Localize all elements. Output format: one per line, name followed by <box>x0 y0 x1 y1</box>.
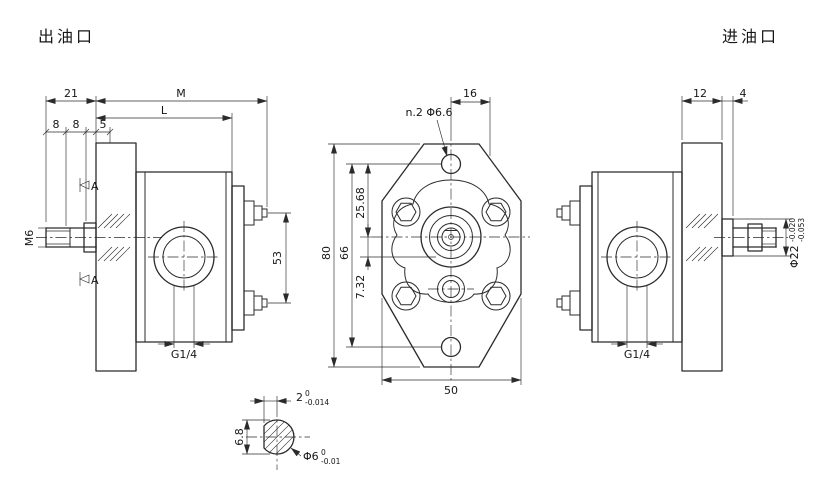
front-view: 16 n.2 Φ6.6 80 66 25.68 7.32 <box>320 87 530 397</box>
dim-L-label: L <box>161 104 168 117</box>
dia-tol-lower: -0.01 <box>321 457 341 466</box>
shaft-dia-label: Φ22 <box>788 245 801 268</box>
dim-80-label: 80 <box>320 246 333 260</box>
dim-53-label: 53 <box>271 251 284 265</box>
holes-note-label: n.2 Φ6.6 <box>405 106 452 119</box>
flat-tol-upper: 0 <box>305 389 310 398</box>
dim-66-label: 66 <box>338 246 351 260</box>
right-port-label: G1/4 <box>624 348 650 361</box>
flat-tol-lower: -0.014 <box>305 398 329 407</box>
height-dim-label: 6.8 <box>233 428 246 446</box>
right-view: 12 4 Φ22 -0.020 -0.053 G1/4 <box>556 87 806 372</box>
shaft-thread-label: M6 <box>23 230 36 247</box>
dim-8a-label: 8 <box>53 118 60 131</box>
screw-top-left <box>391 197 421 227</box>
section-a-top-label: A <box>91 180 99 193</box>
dim-5-label: 5 <box>100 118 107 131</box>
dim-4-label: 4 <box>740 87 747 100</box>
front-view-dimensions: 16 n.2 Φ6.6 80 66 25.68 7.32 <box>320 87 522 397</box>
outlet-label: 出油口 <box>38 27 95 46</box>
left-view-dimensions: 21 M L 8 8 5 M6 <box>23 87 291 361</box>
right-view-dimensions: 12 4 Φ22 -0.020 -0.053 G1/4 <box>611 87 806 361</box>
shaft-dia-tol-upper: -0.020 <box>788 218 797 242</box>
dim-8b-label: 8 <box>73 118 80 131</box>
dia-tol-upper: 0 <box>321 448 326 457</box>
shaft-detail-dimensions: 2 0 -0.014 6.8 Φ6 0 -0.01 <box>233 389 341 466</box>
dim-12-label: 12 <box>693 87 707 100</box>
dia-label: Φ6 <box>303 450 319 463</box>
flat-dim-label: 2 <box>296 391 303 404</box>
dim-25-68-label: 25.68 <box>354 187 367 219</box>
shaft-dia-tol-lower: -0.053 <box>797 218 806 242</box>
dim-16-label: 16 <box>463 87 477 100</box>
screw-top-right <box>481 197 511 227</box>
dim-50-label: 50 <box>444 384 458 397</box>
dim-21-label: 21 <box>64 87 78 100</box>
shaft-dia-dim: Φ22 -0.020 -0.053 <box>788 218 806 268</box>
left-view-body <box>36 142 268 372</box>
left-port-label: G1/4 <box>171 348 197 361</box>
shaft-detail-view: 2 0 -0.014 6.8 Φ6 0 -0.01 <box>233 389 341 470</box>
right-flange-hatch <box>685 213 719 262</box>
dim-M-label: M <box>176 87 186 100</box>
screw-bottom-left <box>391 281 421 311</box>
front-view-body <box>372 130 530 382</box>
dim-7-32-label: 7.32 <box>354 275 367 300</box>
left-view: 21 M L 8 8 5 M6 <box>23 87 291 372</box>
right-view-body <box>556 142 788 372</box>
left-flange-hatch <box>97 213 131 262</box>
shaft-detail-body <box>246 406 310 470</box>
screw-bottom-right <box>481 281 511 311</box>
inlet-label: 进油口 <box>722 27 779 46</box>
section-a-bottom-label: A <box>91 274 99 287</box>
